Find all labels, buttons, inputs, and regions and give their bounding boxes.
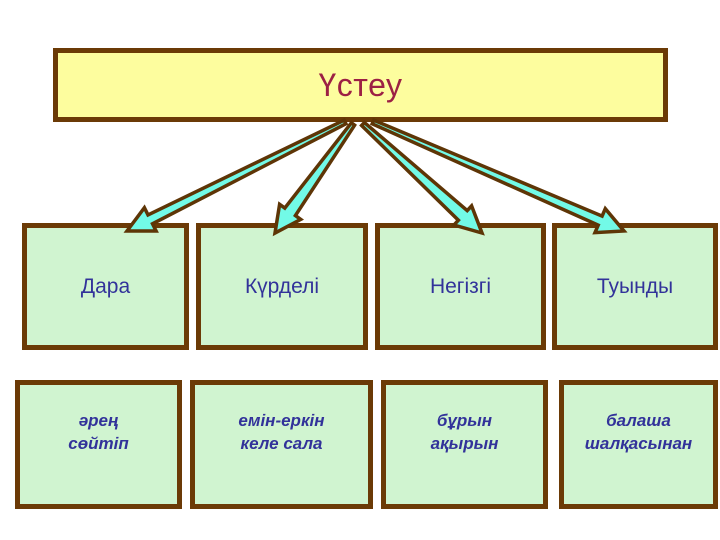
page-title: Үстеу [318, 66, 403, 103]
category-label: Күрделі [244, 274, 320, 298]
example-line: балаша [606, 411, 671, 430]
example-box-negizgi: бұрын ақырын [381, 380, 548, 509]
category-label: Туынды [596, 274, 674, 298]
example-box-kurdeli: емін-еркін келе сала [190, 380, 373, 509]
example-line: сөйтіп [68, 434, 129, 453]
example-line: әрең [78, 411, 119, 430]
category-label: Негізгі [429, 274, 492, 298]
arrow-icon [123, 117, 349, 233]
category-box-tuyndy: Туынды [552, 223, 718, 350]
example-line: бұрын [436, 411, 493, 430]
arrow-icon [359, 120, 485, 236]
example-box-tuyndy: балаша шалқасынан [559, 380, 718, 509]
example-line: шалқасынан [584, 434, 693, 453]
example-box-dara: әрең сөйтіп [15, 380, 182, 509]
example-line: ақырын [430, 434, 499, 453]
category-box-dara: Дара [22, 223, 189, 350]
category-box-kurdeli: Күрделі [196, 223, 368, 350]
title-box: Үстеу [53, 48, 668, 122]
category-box-negizgi: Негізгі [375, 223, 546, 350]
arrow-icon [369, 117, 628, 235]
arrow-icon [272, 120, 357, 237]
category-label: Дара [80, 274, 131, 298]
example-line: келе сала [240, 434, 323, 453]
example-line: емін-еркін [238, 411, 325, 430]
